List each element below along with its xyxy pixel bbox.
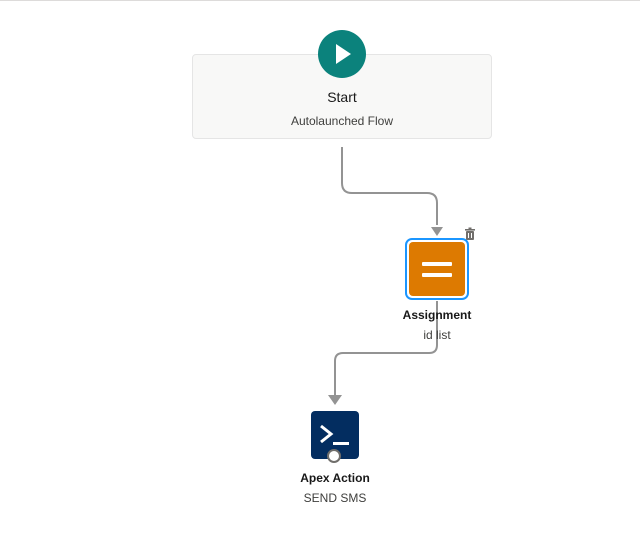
connector-assignment-to-apex[interactable] [334, 301, 438, 395]
connector-endpoint-handle[interactable] [327, 449, 341, 463]
play-icon [336, 44, 351, 64]
connector-arrowhead [431, 227, 443, 236]
equals-bar-bottom [422, 273, 452, 277]
start-element-title: Start [327, 89, 357, 105]
equals-bar-top [422, 262, 452, 266]
connector-arrowhead [328, 395, 342, 405]
equals-icon [409, 242, 465, 296]
apex-action-element-subtitle: SEND SMS [303, 491, 367, 505]
trash-icon[interactable] [463, 227, 477, 241]
apex-action-element-title: Apex Action [300, 471, 370, 485]
connector-start-to-assignment[interactable] [341, 147, 438, 225]
assignment-element-subtitle: id list [423, 328, 451, 342]
apex-action-element[interactable] [311, 411, 359, 459]
assignment-element-title: Assignment [402, 308, 472, 322]
start-element-icon[interactable] [318, 30, 366, 78]
terminal-prompt-icon [320, 424, 349, 445]
start-element-subtitle: Autolaunched Flow [290, 114, 394, 128]
assignment-element[interactable] [405, 238, 469, 300]
